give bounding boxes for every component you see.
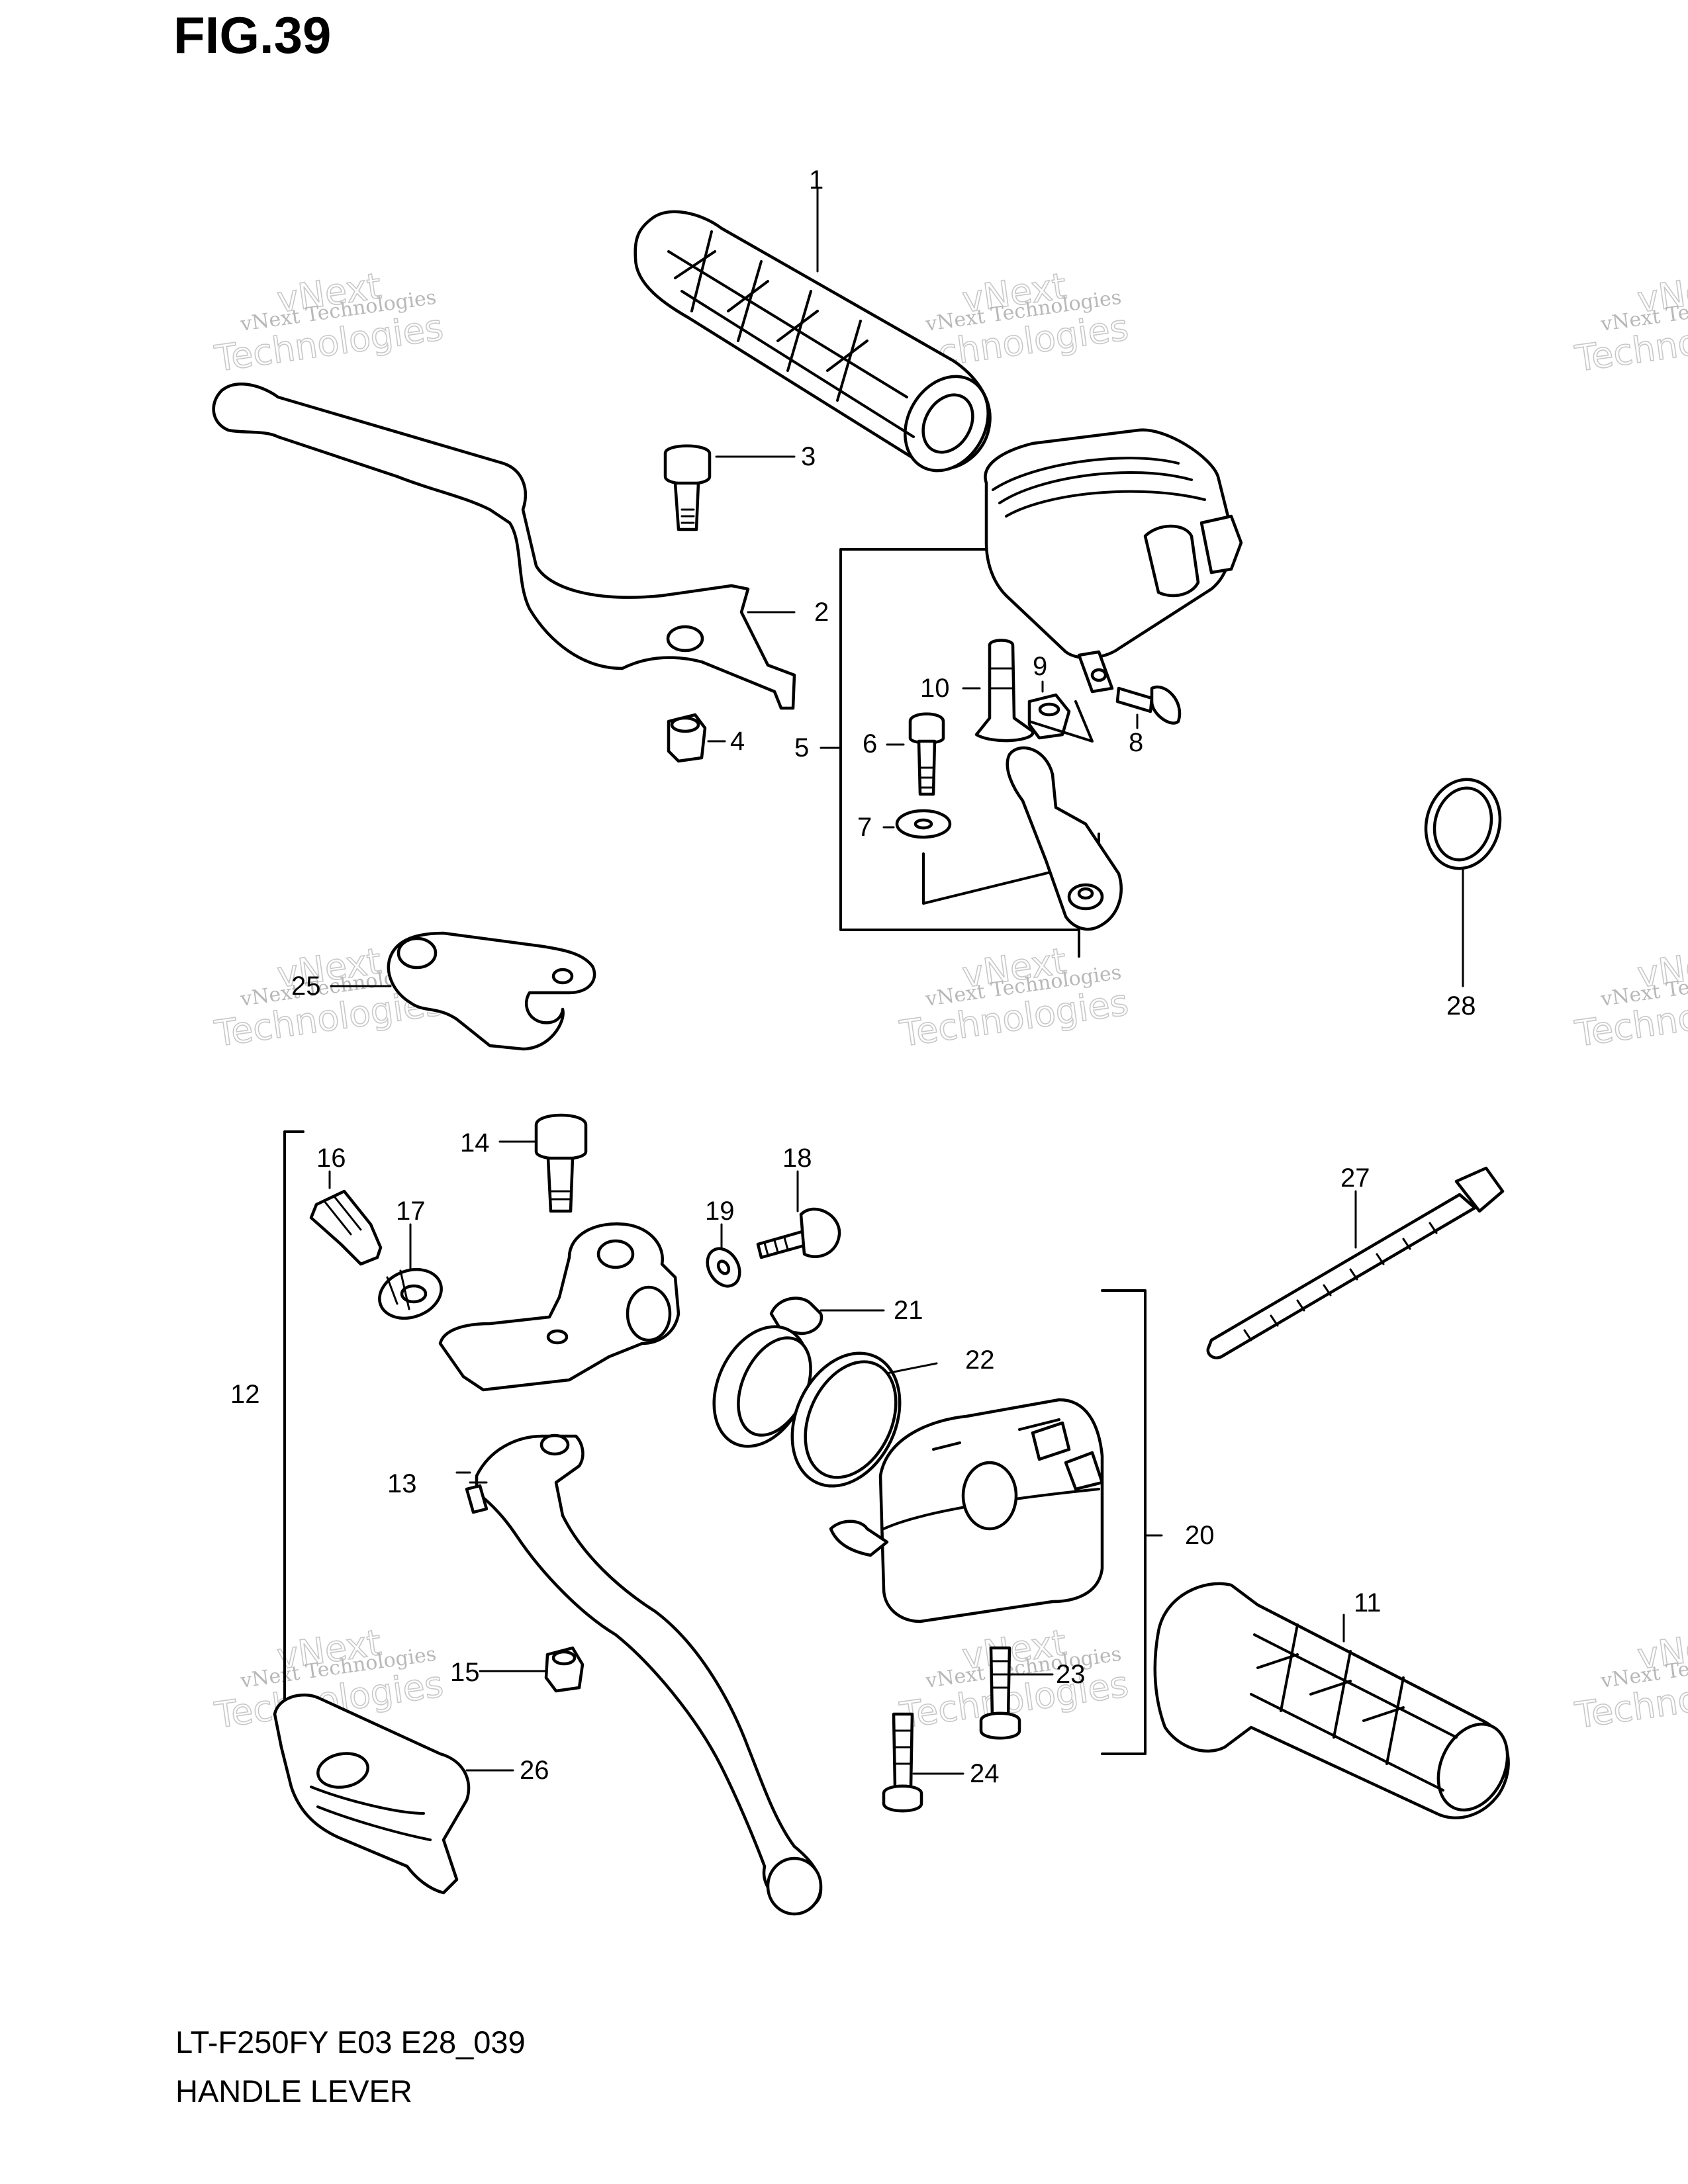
part-26-cover — [273, 1694, 471, 1895]
part-21-clamp — [769, 1297, 823, 1336]
callout-21: 21 — [894, 1296, 923, 1325]
callout-1: 1 — [809, 165, 823, 195]
callout-15: 15 — [450, 1658, 480, 1687]
callout-12: 12 — [230, 1380, 260, 1409]
callout-25: 25 — [291, 972, 321, 1001]
callout-6: 6 — [863, 729, 877, 758]
callout-11: 11 — [1354, 1588, 1382, 1617]
throttle-lever — [1006, 746, 1123, 931]
callout-19: 19 — [705, 1197, 735, 1226]
part-15-nut — [544, 1646, 585, 1693]
part-10-pin — [974, 639, 1035, 743]
part-11-grip — [1153, 1582, 1510, 1819]
watermark: vNext vNext Technologies Technologies — [1571, 265, 1688, 381]
part-28-o-ring — [1424, 778, 1502, 870]
callout-24: 24 — [970, 1759, 1000, 1788]
callout-27: 27 — [1340, 1163, 1370, 1193]
callout-23: 23 — [1056, 1660, 1086, 1689]
bracket-20 — [1101, 1289, 1147, 1755]
callout-10: 10 — [920, 674, 950, 703]
callout-16: 16 — [316, 1144, 346, 1173]
callout-20: 20 — [1185, 1521, 1215, 1550]
part-16-adjuster — [309, 1189, 383, 1266]
callout-26: 26 — [520, 1756, 549, 1785]
watermark: vNext vNext Technologies Technologies — [896, 940, 1131, 1056]
part-17-nut — [378, 1267, 443, 1320]
callout-5: 5 — [794, 733, 809, 762]
part-13-clutch-lever — [465, 1433, 823, 1916]
part-19-washer — [706, 1247, 741, 1288]
part-18-bolt — [756, 1207, 841, 1259]
callout-9: 9 — [1033, 652, 1047, 681]
callout-17: 17 — [396, 1197, 426, 1226]
bracket-5 — [839, 548, 1080, 958]
callout-22: 22 — [965, 1345, 995, 1375]
model-code: LT-F250FY E03 E28_039 — [175, 2025, 526, 2060]
part-5-throttle-housing — [984, 428, 1243, 694]
callout-28: 28 — [1446, 991, 1476, 1021]
part-1-grip — [633, 210, 992, 473]
section-title: HANDLE LEVER — [175, 2073, 412, 2109]
part-3-bolt — [663, 444, 712, 531]
watermark: vNext vNext Technologies Technologies — [1571, 940, 1688, 1056]
watermark: vNext vNext Technologies Technologies — [896, 265, 1131, 381]
part-25-cover — [387, 931, 596, 1051]
part-8-screw — [1115, 685, 1182, 725]
watermark: vNext vNext Technologies Technologies — [1571, 1621, 1688, 1737]
assembly-line-9 — [1028, 700, 1094, 743]
part-20-switch-housing — [829, 1398, 1104, 1623]
part-6-screw — [908, 712, 945, 796]
watermark: vNext vNext Technologies Technologies — [211, 265, 446, 381]
part-9-nut — [1027, 693, 1071, 740]
callout-4: 4 — [730, 727, 745, 756]
part-2-brake-lever — [212, 383, 796, 710]
part-23-screw — [979, 1646, 1021, 1740]
leader-lines — [328, 187, 1464, 1775]
callout-2: 2 — [814, 598, 829, 627]
callout-13: 13 — [387, 1469, 417, 1498]
callout-7: 7 — [857, 813, 872, 842]
part-14-bolt — [534, 1113, 588, 1213]
part-4-nut — [667, 713, 707, 763]
part-22-ring — [712, 1325, 902, 1488]
callout-14: 14 — [460, 1128, 490, 1158]
callout-8: 8 — [1129, 728, 1143, 757]
part-27-cable-tie — [1206, 1166, 1505, 1359]
clutch-lever-holder — [438, 1222, 680, 1392]
callout-3: 3 — [801, 442, 816, 471]
part-24-screw — [882, 1712, 923, 1813]
figure-title: FIG.39 — [173, 6, 332, 64]
callout-numbers: 1 2 3 4 5 6 7 8 9 10 11 12 13 14 15 16 1… — [230, 165, 1476, 1788]
callout-18: 18 — [782, 1144, 812, 1173]
part-7-washer — [895, 809, 952, 839]
